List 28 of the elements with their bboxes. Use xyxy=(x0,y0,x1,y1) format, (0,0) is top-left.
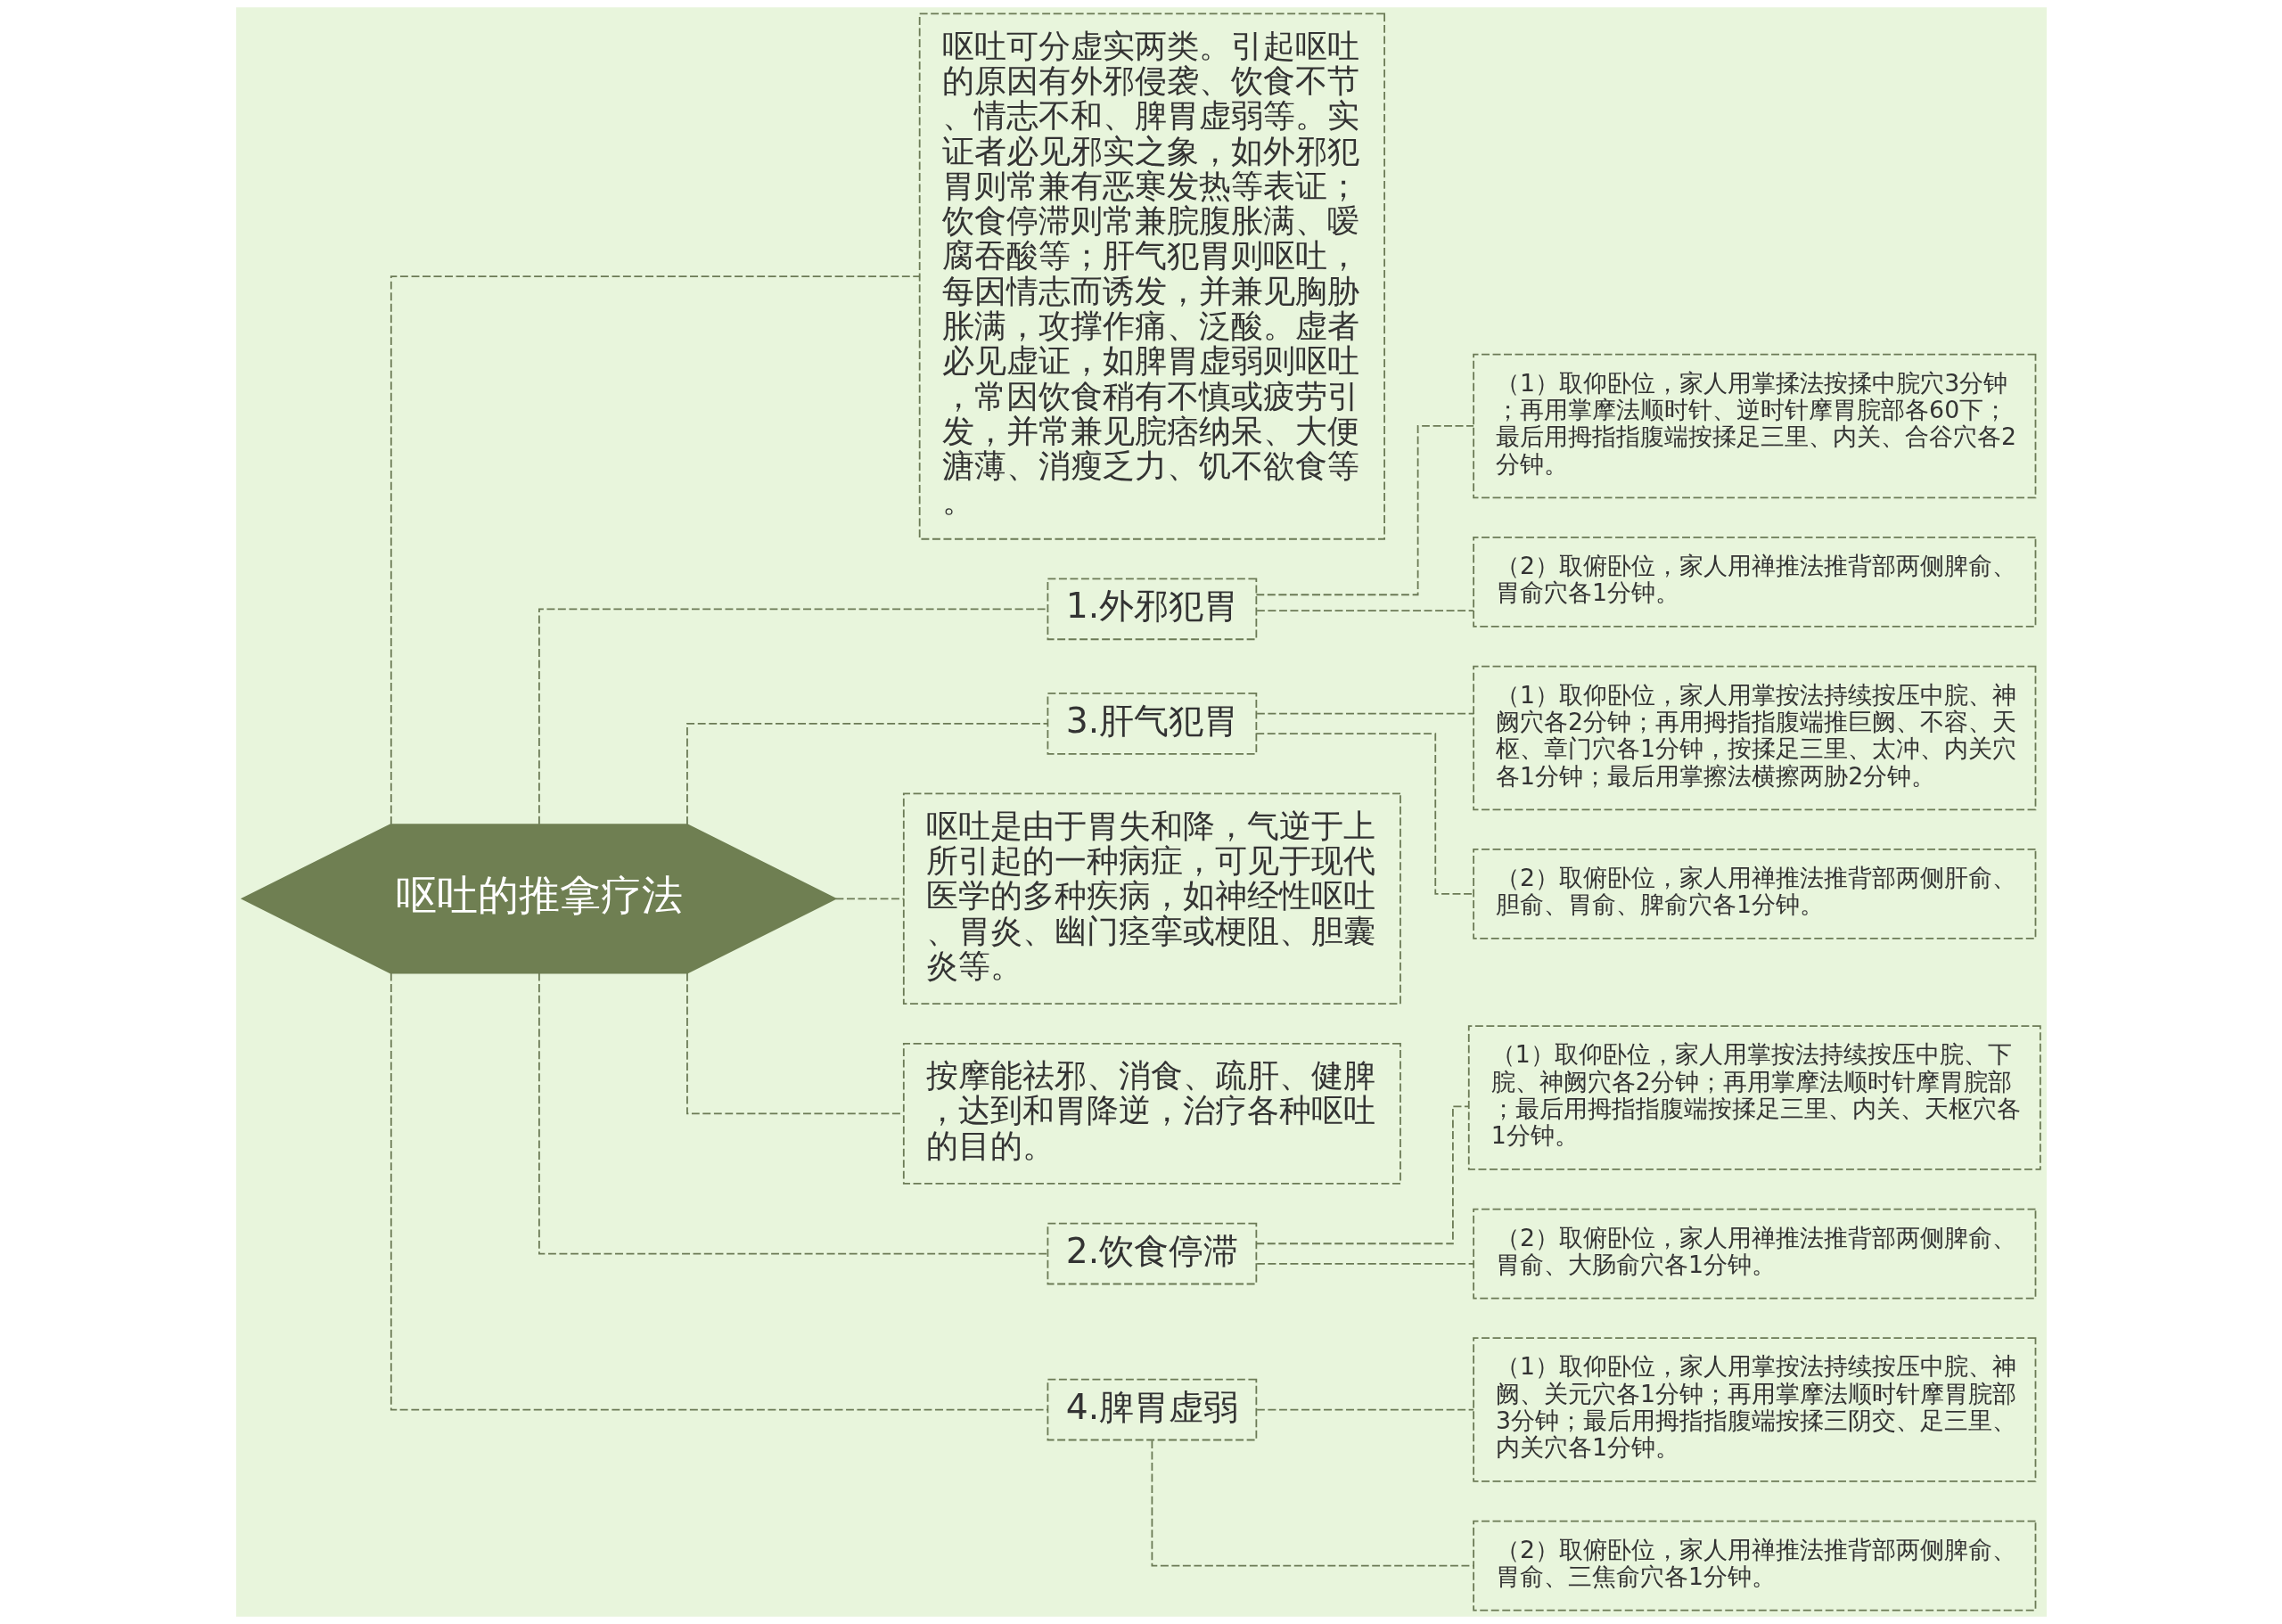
node-box: （2）取俯卧位，家人用禅推法推背部两侧脾俞、胃俞、大肠俞穴各1分钟。 xyxy=(1472,1208,2036,1300)
node-box: （2）取俯卧位，家人用禅推法推背部两侧脾俞、胃俞穴各1分钟。 xyxy=(1472,537,2036,627)
connector xyxy=(1255,1262,1474,1265)
node-box: （2）取俯卧位，家人用禅推法推背部两侧肝俞、胆俞、胃俞、脾俞穴各1分钟。 xyxy=(1472,849,2036,939)
connector xyxy=(1255,733,1474,895)
node-box: 呕吐可分虚实两类。引起呕吐的原因有外邪侵袭、饮食不节、情志不和、脾胃虚弱等。实证者必见邪实之象，如外邪犯胃则常兼有恶寒发热等表证；饮食停滞则常兼脘腹胀满、嗳腐吞酸等；肝气犯胃则呕吐，每因情志而诱发，并兼见胸胁胀满，攻撑作痛、泛酸。虚者必见虚证，如脾胃虚弱则呕吐，常因饮食稍有不慎或疲劳引发，并常兼见脘痞纳呆、大便溏薄、消瘦乏力、饥不欲食等。 xyxy=(918,12,1385,540)
node-box: 4.脾胃虚弱 xyxy=(1047,1378,1257,1441)
node-box: （1）取仰卧位，家人用掌揉法按揉中脘穴3分钟；再用掌摩法顺时针、逆时针摩胃脘部各60下；最后用拇指指腹端按揉足三里、内关、合谷穴各2分钟。 xyxy=(1472,353,2036,499)
connector xyxy=(1255,1408,1474,1411)
node-box: （1）取仰卧位，家人用掌按法持续按压中脘、下脘、神阙穴各2分钟；再用掌摩法顺时针摩胃脘部；最后用拇指指腹端按揉足三里、内关、天枢穴各1分钟。 xyxy=(1467,1025,2041,1170)
connector xyxy=(538,972,1048,1255)
node-box: 呕吐是由于胃失和降，气逆于上所引起的一种病症，可见于现代医学的多种疾病，如神经性呕吐、胃炎、幽门痉挛或梗阻、胆囊炎等。 xyxy=(902,792,1401,1005)
node-box: （2）取俯卧位，家人用禅推法推背部两侧脾俞、胃俞、三焦俞穴各1分钟。 xyxy=(1472,1520,2036,1612)
connector xyxy=(1255,425,1474,596)
node-box: （1）取仰卧位，家人用掌按法持续按压中脘、神阙、关元穴各1分钟；再用掌摩法顺时针摩胃脘部3分钟；最后用拇指指腹端按揉三阴交、足三里、内关穴各1分钟。 xyxy=(1472,1337,2036,1482)
node-box: 按摩能祛邪、消食、疏肝、健脾，达到和胃降逆，治疗各种呕吐的目的。 xyxy=(902,1042,1401,1185)
connector xyxy=(1255,610,1474,611)
connector xyxy=(834,898,905,900)
node-box: 1.外邪犯胃 xyxy=(1047,578,1257,641)
connector xyxy=(538,608,1048,825)
connector xyxy=(1255,712,1474,715)
node-box: （1）取仰卧位，家人用掌按法持续按压中脘、神阙穴各2分钟；再用拇指指腹端推巨阙、不容、天枢、章门穴各1分钟，按揉足三里、太冲、内关穴各1分钟；最后用掌擦法横擦两胁2分钟。 xyxy=(1472,665,2036,811)
node-box: 2.饮食停滞 xyxy=(1047,1222,1257,1285)
node-box: 3.肝气犯胃 xyxy=(1047,693,1257,755)
connector xyxy=(390,972,1048,1411)
connector xyxy=(390,275,921,825)
connector xyxy=(1151,1439,1474,1567)
connector xyxy=(685,723,1048,825)
